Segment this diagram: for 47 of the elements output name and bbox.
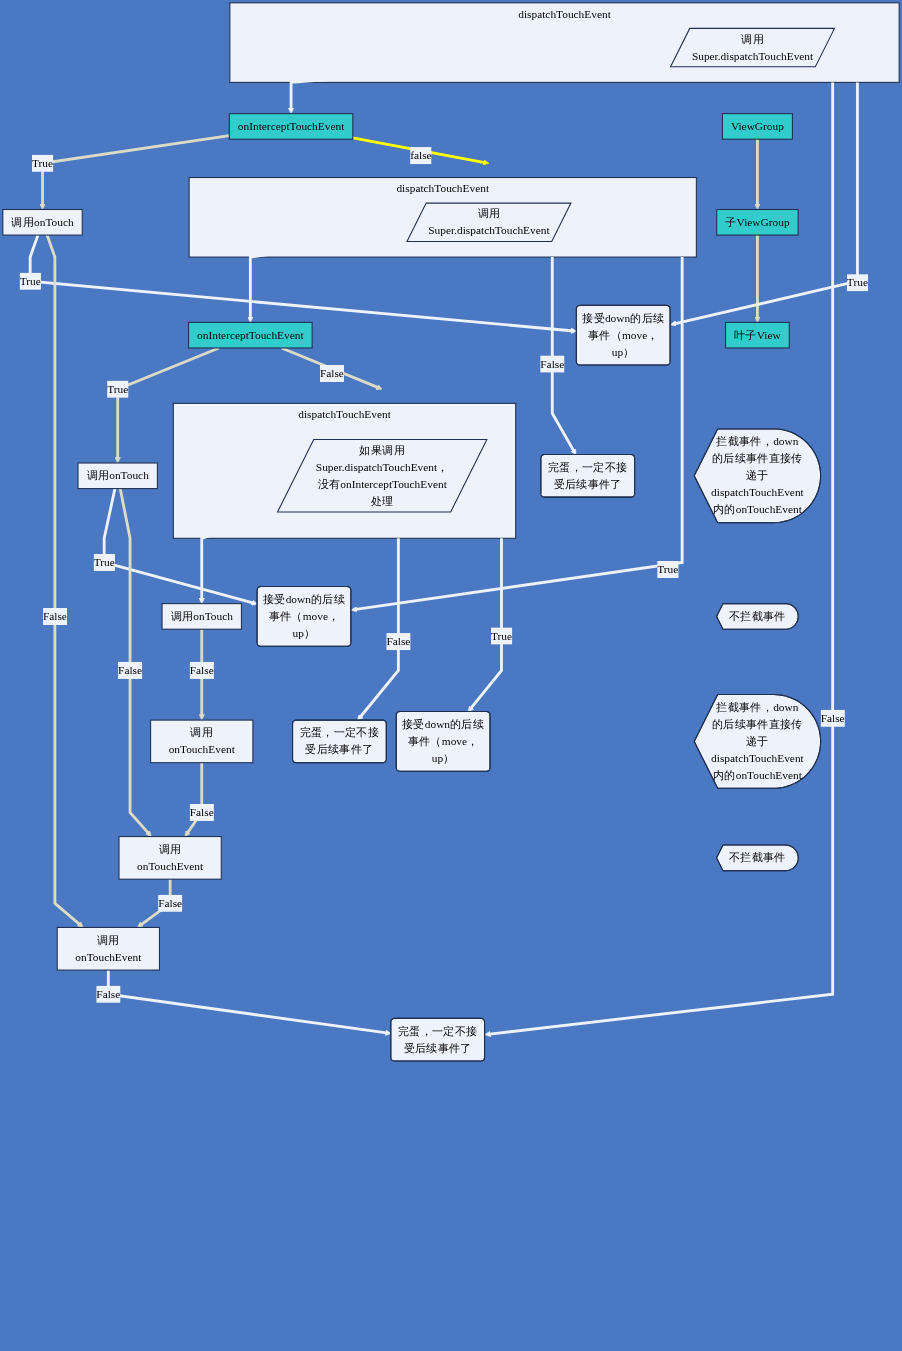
- edge-label: True: [657, 563, 679, 576]
- edge-label: True: [107, 382, 129, 395]
- arrow: [184, 762, 204, 837]
- edge-label: False: [540, 357, 565, 370]
- edge-label: True: [846, 276, 868, 289]
- arrow: [39, 134, 230, 210]
- edge-label: False: [820, 711, 845, 724]
- arrow: [118, 488, 152, 837]
- arrow: [281, 346, 383, 390]
- node-box: 调用onTouchEvent: [56, 926, 160, 971]
- edge-label: False: [386, 635, 411, 648]
- node-box: 调用onTouch: [77, 462, 158, 490]
- edge-label: True: [32, 156, 54, 170]
- node-box: ViewGroup: [721, 113, 793, 140]
- arrow: [350, 257, 684, 613]
- arrow: [467, 538, 503, 713]
- node-box: 子ViewGroup: [716, 208, 799, 236]
- edge-label: False: [96, 987, 121, 1000]
- edge-label: false: [410, 149, 432, 162]
- edge-label: True: [490, 629, 513, 642]
- edge-label: True: [19, 274, 41, 287]
- arrow: [352, 136, 490, 166]
- node-box: 调用onTouchEvent: [118, 836, 222, 880]
- arrow: [484, 82, 835, 1038]
- arrow: [357, 538, 400, 721]
- node-box: 叶子View: [725, 321, 790, 349]
- node-box: onInterceptTouchEvent: [228, 113, 354, 140]
- node-box: 调用onTouch: [2, 208, 83, 236]
- arrow: [102, 488, 258, 606]
- arrow: [198, 629, 205, 721]
- node-box: 调用onTouch: [161, 603, 242, 630]
- edge-label: False: [118, 664, 143, 677]
- edge-label: False: [189, 664, 214, 677]
- arrow: [114, 346, 220, 464]
- arrow: [754, 235, 761, 323]
- edge-label: True: [93, 556, 115, 569]
- edge-label: False: [158, 896, 183, 909]
- edge-label: False: [42, 610, 67, 623]
- arrow: [28, 234, 577, 334]
- node-box: 调用onTouchEvent: [150, 719, 254, 764]
- arrow: [45, 234, 84, 928]
- node-box: onInterceptTouchEvent: [188, 321, 313, 349]
- arrow: [754, 139, 761, 210]
- edge-label: False: [189, 806, 214, 819]
- arrow: [670, 82, 859, 327]
- arrow: [550, 257, 577, 456]
- edge-label: False: [319, 367, 344, 380]
